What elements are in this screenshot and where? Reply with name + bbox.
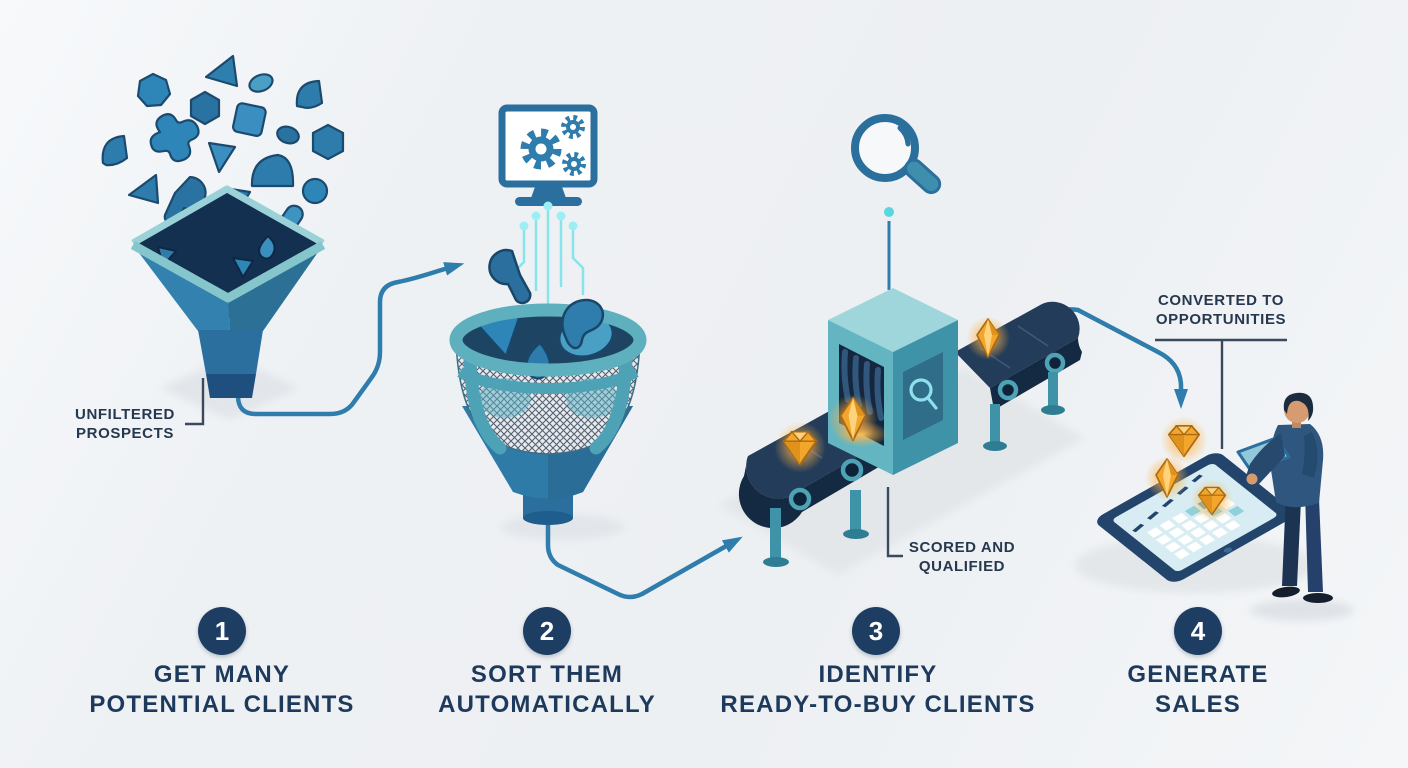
- step-label-line: SALES: [1154, 691, 1241, 718]
- annotation-line: QUALIFIED: [918, 558, 1006, 575]
- belt-legs: [763, 490, 869, 567]
- gem-icon: [827, 393, 879, 445]
- step-label-line: GENERATE: [1127, 661, 1269, 688]
- funnel-hopper: [130, 185, 326, 398]
- magnifier-icon: [851, 114, 942, 290]
- monitor-gears-icon: [498, 104, 598, 206]
- annotation-scored-qualified: SCORED AND QUALIFIED: [882, 538, 1042, 576]
- step-label-line: READY-TO-BUY CLIENTS: [720, 691, 1036, 718]
- step-label-line: AUTOMATICALLY: [438, 691, 656, 718]
- annotation-line: SCORED AND: [908, 539, 1016, 556]
- step-label-line: GET MANY: [153, 661, 291, 688]
- gem-icon: [965, 315, 1011, 361]
- step-2-label: SORT THEM AUTOMATICALLY: [367, 660, 727, 720]
- annotation-line: CONVERTED TO: [1157, 292, 1285, 309]
- step-3-badge: 3: [852, 607, 900, 655]
- person-illustration: [1236, 392, 1333, 603]
- arrow-step2-to-step3: [545, 509, 743, 600]
- gem-icon: [773, 420, 827, 474]
- step-2-badge: 2: [523, 607, 571, 655]
- step-1-label: GET MANY POTENTIAL CLIENTS: [42, 660, 402, 720]
- annotation-converted-opportunities: CONVERTED TO OPPORTUNITIES: [1136, 291, 1306, 329]
- gem-icon: [1144, 455, 1190, 501]
- step-4-label: GENERATE SALES: [1018, 660, 1378, 720]
- step-label-line: POTENTIAL CLIENTS: [89, 691, 355, 718]
- step-label-line: SORT THEM: [470, 661, 624, 688]
- gear-large-icon: [520, 128, 562, 170]
- scanner-conveyor-illustration: [738, 288, 1082, 567]
- annotation-line: OPPORTUNITIES: [1155, 311, 1287, 328]
- annotation-line: PROSPECTS: [76, 425, 174, 442]
- tablet-sales-illustration: [1097, 415, 1293, 582]
- step-3-label: IDENTIFY READY-TO-BUY CLIENTS: [698, 660, 1058, 720]
- gem-icon: [1190, 478, 1234, 522]
- annotation-unfiltered-prospects: UNFILTERED PROSPECTS: [45, 405, 205, 443]
- step-4-badge: 4: [1174, 607, 1222, 655]
- unfiltered-connector: [185, 378, 205, 426]
- scanner-panel-magnifier-icon: [903, 352, 943, 440]
- converted-connector: [1155, 338, 1287, 449]
- annotation-connectors: [185, 338, 1287, 558]
- step-1-badge: 1: [198, 607, 246, 655]
- gear-small-bottom-icon: [562, 152, 586, 176]
- gear-small-top-icon: [561, 115, 585, 139]
- arrow-step1-to-step2: [235, 262, 465, 417]
- annotation-line: UNFILTERED: [75, 406, 175, 423]
- step-label-line: IDENTIFY: [818, 661, 938, 688]
- mesh-sorter-funnel-illustration: [449, 248, 647, 525]
- scored-connector: [886, 487, 903, 558]
- intake-funnel-illustration: [101, 54, 345, 398]
